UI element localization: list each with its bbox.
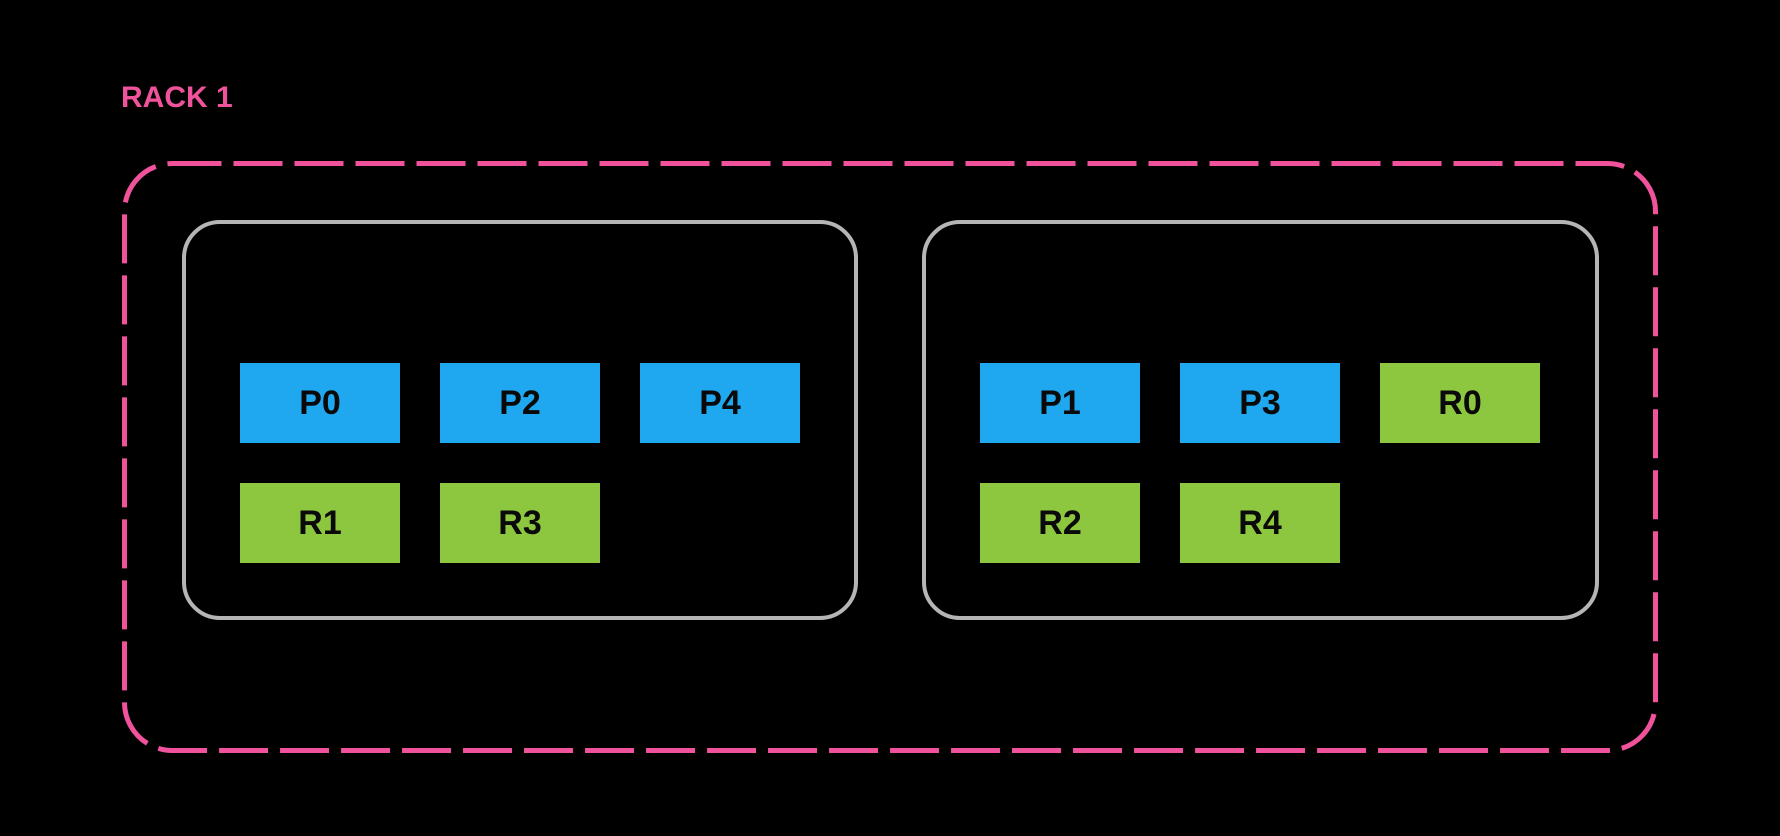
node-2: P1 P3 R0 R2 R4 bbox=[922, 220, 1599, 620]
node-2-replica-row: R2 R4 bbox=[980, 483, 1540, 563]
node-1-replica-row: R1 R3 bbox=[240, 483, 800, 563]
shard-box-r3: R3 bbox=[440, 483, 600, 563]
node-1-primary-row: P0 P2 P4 bbox=[240, 363, 800, 443]
node-1: P0 P2 P4 R1 R3 bbox=[182, 220, 858, 620]
node-1-slots: P0 P2 P4 R1 R3 bbox=[240, 363, 800, 563]
shard-box-p3: P3 bbox=[1180, 363, 1340, 443]
shard-box-r4: R4 bbox=[1180, 483, 1340, 563]
rack-title: RACK 1 bbox=[121, 81, 233, 114]
shard-box-p2: P2 bbox=[440, 363, 600, 443]
node-2-primary-row: P1 P3 R0 bbox=[980, 363, 1540, 443]
node-2-slots: P1 P3 R0 R2 R4 bbox=[980, 363, 1540, 563]
shard-box-p4: P4 bbox=[640, 363, 800, 443]
shard-box-p0: P0 bbox=[240, 363, 400, 443]
shard-box-r2: R2 bbox=[980, 483, 1140, 563]
shard-box-r0: R0 bbox=[1380, 363, 1540, 443]
shard-box-r1: R1 bbox=[240, 483, 400, 563]
shard-box-p1: P1 bbox=[980, 363, 1140, 443]
